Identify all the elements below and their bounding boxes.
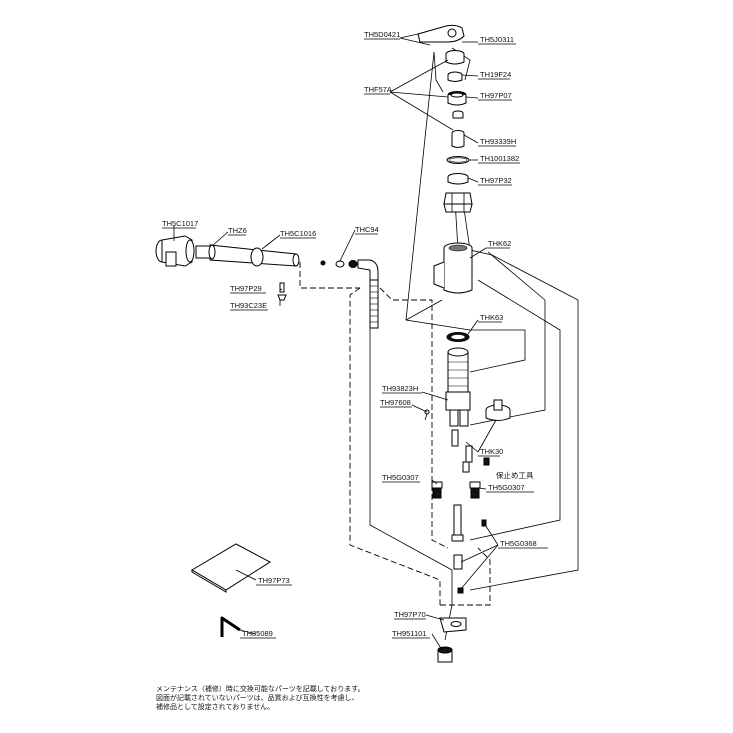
note-line-2: 図面が記載されていないパーツは、品質および互換性を考慮し、: [156, 693, 359, 702]
supply-pipe: [451, 504, 464, 570]
label-th1001382: TH1001382: [480, 154, 519, 163]
label-th19f24: TH19F24: [480, 70, 511, 79]
label-th951101: TH951101: [392, 629, 426, 638]
label-th97p07: TH97P07: [480, 91, 512, 100]
faucet-body: [433, 242, 473, 294]
part-labels: TH5D0421 TH5J0311 TH19F24 THF57A TH97P07…: [162, 30, 548, 639]
label-th93823h: TH93823H: [382, 384, 418, 393]
label-th5g0368: TH5G0368: [500, 539, 537, 548]
label-th97608: TH97608: [380, 398, 411, 407]
cartridge-nut: [447, 91, 467, 106]
shank-assembly: [445, 347, 471, 427]
mounting-bracket: [439, 617, 467, 633]
label-th93339h: TH93339H: [480, 137, 516, 146]
spacer-ring: [447, 71, 463, 82]
label-th97p32: TH97P32: [480, 176, 512, 185]
hose: [320, 259, 379, 329]
cartridge: [451, 130, 465, 148]
routing-lines: [369, 47, 579, 641]
retaining-ring: [447, 173, 469, 185]
spout-connector: [195, 245, 211, 259]
check-valve-right: [469, 481, 481, 499]
dashed-routing-lines: [299, 262, 491, 606]
label-th5c1016: TH5C1016: [280, 229, 316, 238]
spout-pipe: [208, 244, 300, 267]
locking-nut: [443, 192, 473, 213]
label-thk63: THK63: [480, 313, 503, 322]
o-ring: [446, 156, 470, 164]
label-th93c23e: TH93C23E: [230, 301, 267, 310]
handle-lever: [417, 24, 465, 43]
label-th5d0421: TH5D0421: [364, 30, 400, 39]
label-th5g0307-left: TH5G0307: [382, 473, 419, 482]
label-th5j0311: TH5J0311: [480, 35, 514, 44]
label-th5c1017: TH5C1017: [162, 219, 198, 228]
label-th5g0307-right: TH5G0307: [488, 483, 525, 492]
label-thk30: THK30: [480, 447, 503, 456]
supply-connectors: [451, 429, 473, 473]
note-line-3: 補修品として設定されておりません。: [156, 702, 274, 711]
label-th97p70: TH97P70: [394, 610, 426, 619]
hex-key: [220, 616, 241, 637]
mounting-washer: [485, 399, 511, 421]
label-thz6: THZ6: [228, 226, 247, 235]
leader-lines: [173, 33, 499, 651]
label-tool: 保止め工具: [496, 470, 534, 480]
small-screw: [452, 110, 464, 119]
spout-tip: [155, 235, 195, 267]
label-th97p29: TH97P29: [230, 284, 262, 293]
check-valve-left: [431, 481, 443, 499]
spout-clip: [277, 282, 287, 301]
mounting-nut: [437, 646, 453, 663]
tool-key: [483, 457, 490, 466]
label-thf57a: THF57A: [364, 85, 392, 94]
label-thk62: THK62: [488, 239, 511, 248]
base-o-ring: [446, 332, 470, 342]
maintenance-note: メンテナンス（補修）時に交換可能なパーツを記載しております。 図面が記載されてい…: [156, 684, 365, 711]
label-th85089: TH85089: [242, 629, 273, 638]
note-line-1: メンテナンス（補修）時に交換可能なパーツを記載しております。: [156, 684, 365, 693]
label-th97p73: TH97P73: [258, 576, 290, 585]
gasket-sheet: [191, 543, 271, 593]
handle-cap: [445, 50, 465, 65]
label-thc94: THC94: [355, 225, 379, 234]
